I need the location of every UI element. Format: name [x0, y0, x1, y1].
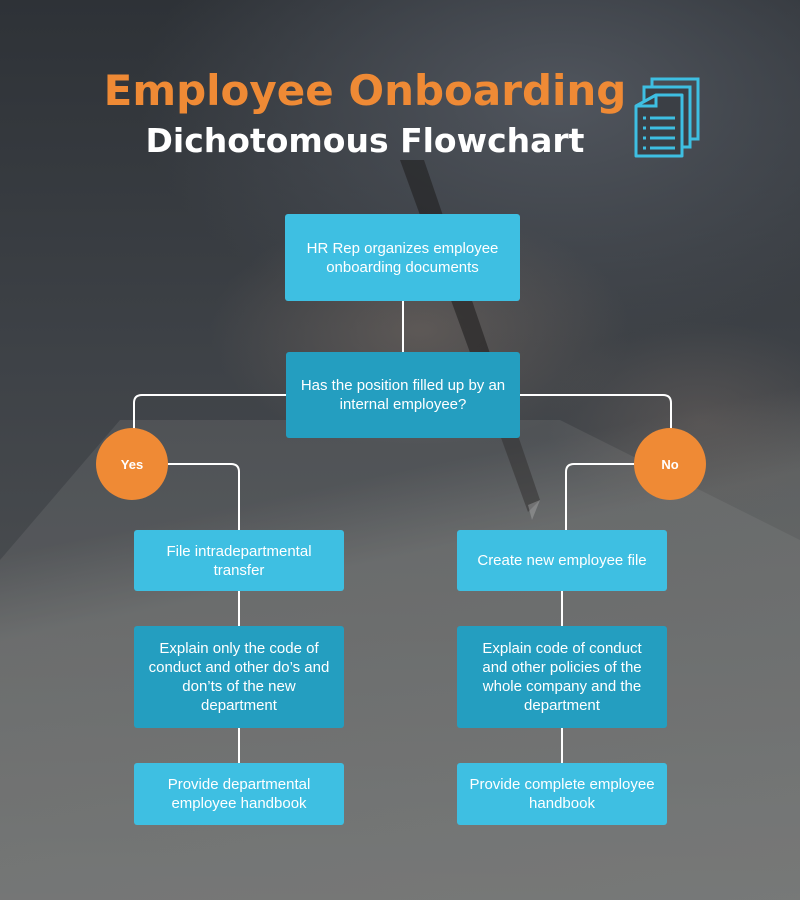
no-label-circle: No: [634, 428, 706, 500]
yes-step-3-box: Provide departmental employee handbook: [134, 763, 344, 825]
yes-step-1-box: File intradepartmental transfer: [134, 530, 344, 591]
yes-label-circle: Yes: [96, 428, 168, 500]
decision-box: Has the position filled up by an interna…: [286, 352, 520, 438]
yes-step-2-box: Explain only the code of conduct and oth…: [134, 626, 344, 728]
documents-icon: [634, 77, 700, 158]
no-step-2-box: Explain code of conduct and other polici…: [457, 626, 667, 728]
start-step-box: HR Rep organizes employee onboarding doc…: [285, 214, 520, 301]
no-step-1-box: Create new employee file: [457, 530, 667, 591]
page-title: Employee Onboarding: [103, 66, 627, 115]
page-subtitle: Dichotomous Flowchart: [145, 121, 585, 160]
no-step-3-box: Provide complete employee handbook: [457, 763, 667, 825]
